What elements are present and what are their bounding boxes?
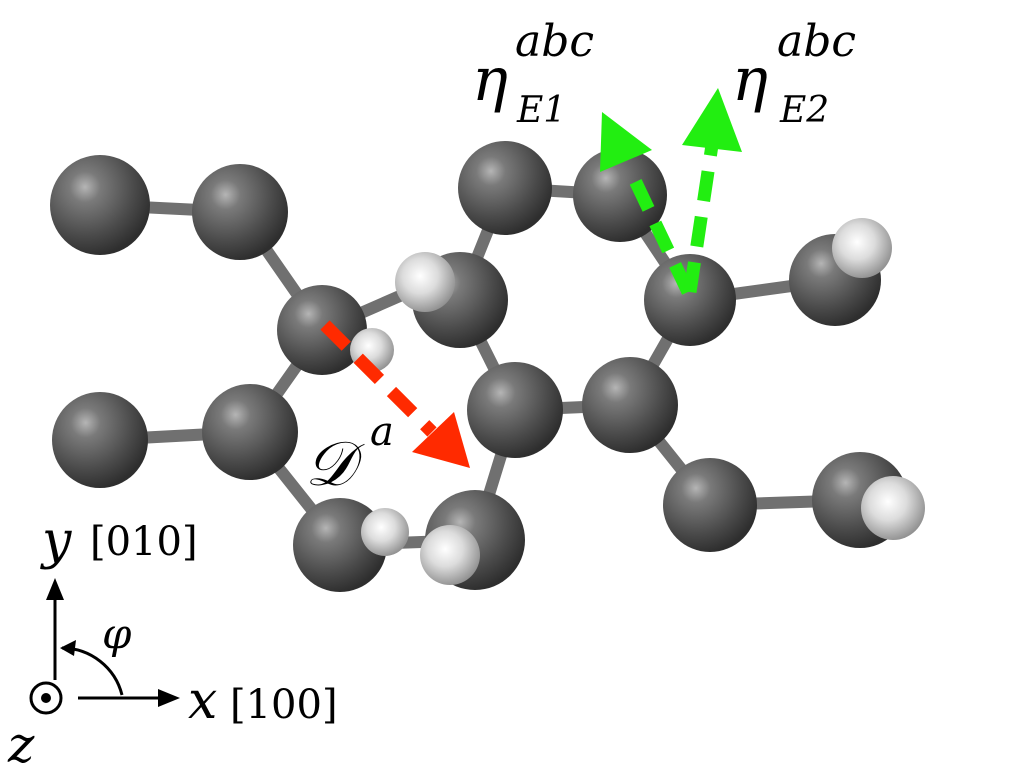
hydrogen-atom xyxy=(861,476,925,540)
eta-subscript: E1 xyxy=(516,90,566,131)
shift-arrow-e2-head xyxy=(682,88,742,152)
carbon-atom xyxy=(192,164,288,260)
eta-superscript: abc xyxy=(777,16,856,67)
carbon-atom xyxy=(50,155,150,255)
eta-symbol: η xyxy=(732,45,768,115)
axis-x-label: x xyxy=(188,671,217,731)
shift-arrow-e2-shaft xyxy=(683,144,719,293)
eta-e2-label: η abc E2 xyxy=(732,16,856,131)
carbon-atom xyxy=(663,458,757,552)
shift-arrow-e2 xyxy=(682,88,742,293)
axis-z-label: z xyxy=(7,716,35,768)
dipole-arrow-head xyxy=(412,412,470,468)
carbon-atom xyxy=(52,392,148,488)
carbon-atom xyxy=(573,148,667,242)
atoms xyxy=(50,141,925,592)
eta-superscript: abc xyxy=(515,16,594,67)
dipole-arrow xyxy=(320,320,470,468)
hydrogen-atom xyxy=(832,218,892,278)
hydrogen-atom xyxy=(420,525,480,585)
shift-arrow-e1 xyxy=(600,112,694,295)
eta-symbol: η xyxy=(472,45,508,115)
angle-arrow-icon xyxy=(60,640,76,656)
axis-x-direction: [100] xyxy=(230,682,338,728)
angle-label: φ xyxy=(102,609,132,658)
axis-y-direction: [010] xyxy=(90,519,198,565)
x-axis-arrow-icon xyxy=(158,689,180,707)
dipole-label: 𝒟 a xyxy=(305,409,394,500)
axis-y-label: y xyxy=(40,511,72,571)
eta-e1-label: η abc E1 xyxy=(472,16,594,131)
dipole-superscript: a xyxy=(370,409,394,455)
carbon-atom xyxy=(582,357,678,453)
shift-arrow-e1-shaft xyxy=(624,167,694,295)
carbon-atom xyxy=(458,141,552,235)
y-axis-arrow-icon xyxy=(46,578,64,600)
hydrogen-atom xyxy=(361,508,409,556)
z-axis-dot-icon xyxy=(41,693,51,703)
carbon-atom xyxy=(644,254,736,346)
dipole-symbol: 𝒟 xyxy=(305,427,365,500)
coordinate-axes: y [010] x [100] z φ xyxy=(7,511,338,768)
hydrogen-atom xyxy=(395,252,455,312)
eta-subscript: E2 xyxy=(779,90,829,131)
carbon-atom xyxy=(467,362,563,458)
shift-arrow-e1-head xyxy=(600,112,652,172)
dipole-arrow-shaft xyxy=(320,320,437,437)
carbon-atom xyxy=(202,384,298,480)
